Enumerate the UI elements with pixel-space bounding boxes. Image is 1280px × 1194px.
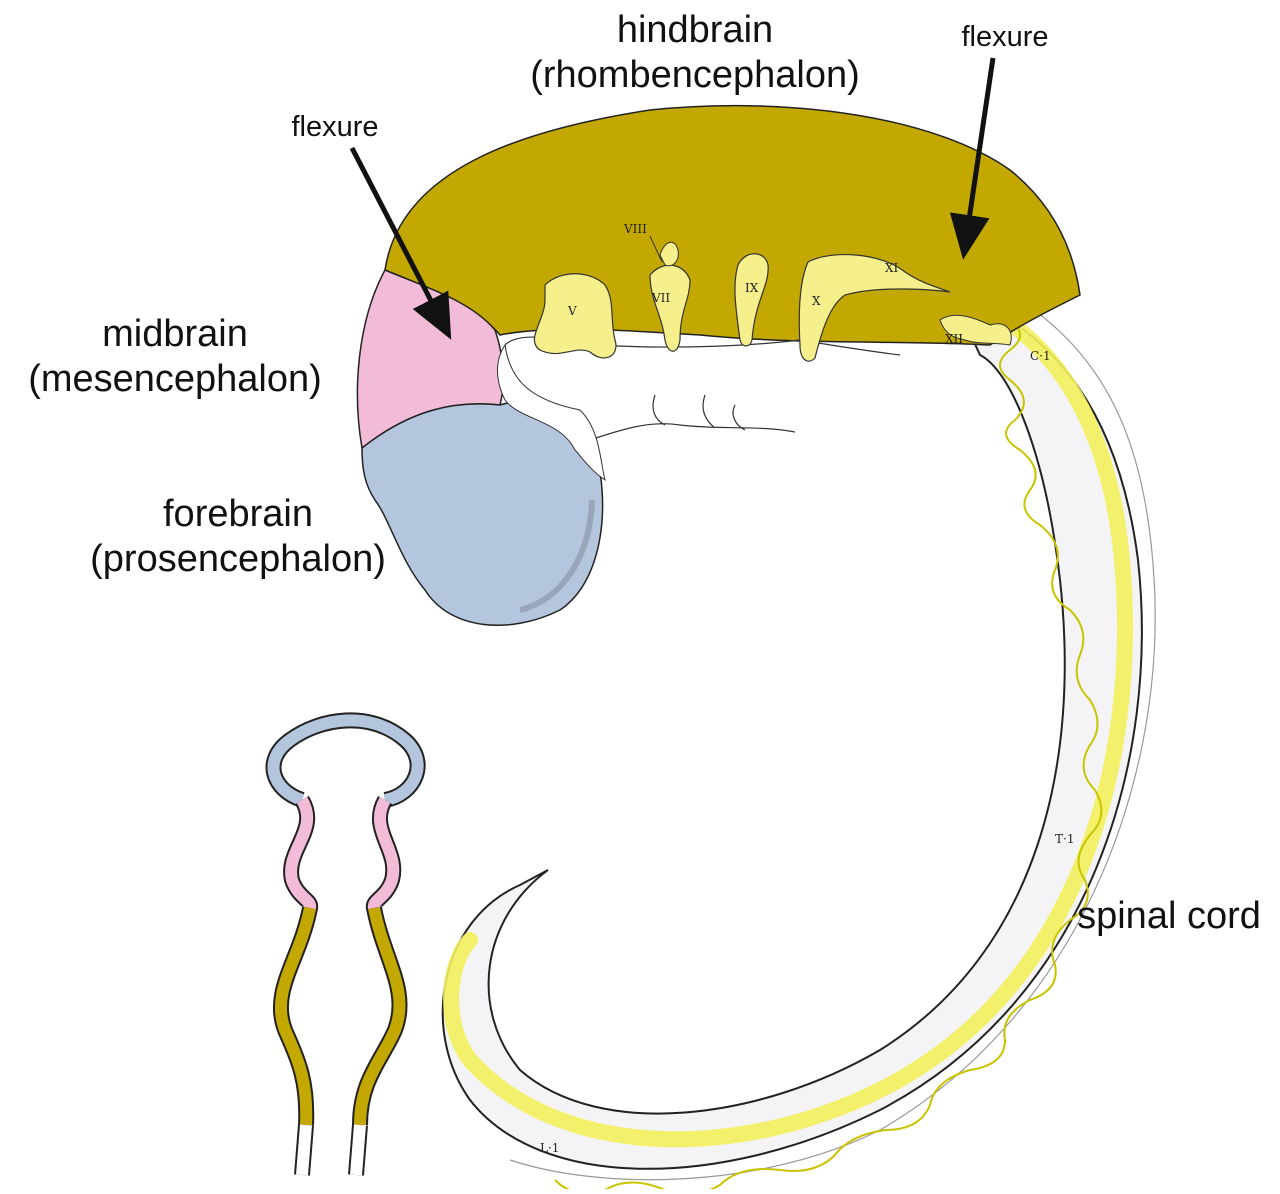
midbrain-label: midbrain (mesencephalon) (0, 312, 350, 402)
nerve-label-v: V (567, 304, 577, 318)
segment-label-t1: T·1 (1055, 832, 1074, 846)
hindbrain-label: hindbrain (rhombencephalon) (520, 8, 870, 98)
nerve-label-ix: IX (745, 281, 759, 295)
hindbrain-latin: (rhombencephalon) (520, 53, 870, 98)
nerve-label-xii: XII (945, 332, 963, 346)
forebrain-latin: (prosencephalon) (58, 537, 418, 582)
nerve-label-vii: VII (651, 291, 670, 305)
nerve-vii (650, 265, 690, 351)
nerve-label-x: X (812, 294, 821, 308)
hindbrain-title: hindbrain (520, 8, 870, 53)
forebrain-label: forebrain (prosencephalon) (58, 492, 418, 582)
nerve-label-xi: XI (885, 261, 899, 275)
midbrain-latin: (mesencephalon) (0, 357, 350, 402)
hindbrain-region (385, 106, 1080, 345)
flexure-left-label: flexure (270, 110, 400, 144)
midbrain-title: midbrain (0, 312, 350, 357)
segment-label-l1: L·1 (540, 1141, 559, 1155)
spinal-cord-wavy-line (555, 320, 1101, 1189)
neural-tube-schematic (273, 720, 417, 1175)
segment-label-c1: C·1 (1030, 349, 1051, 363)
flexure-right-label: flexure (940, 20, 1070, 54)
spinal-cord-label: spinal cord (1062, 894, 1276, 939)
forebrain-title: forebrain (58, 492, 418, 537)
nerve-label-viii: VIII (623, 222, 647, 236)
